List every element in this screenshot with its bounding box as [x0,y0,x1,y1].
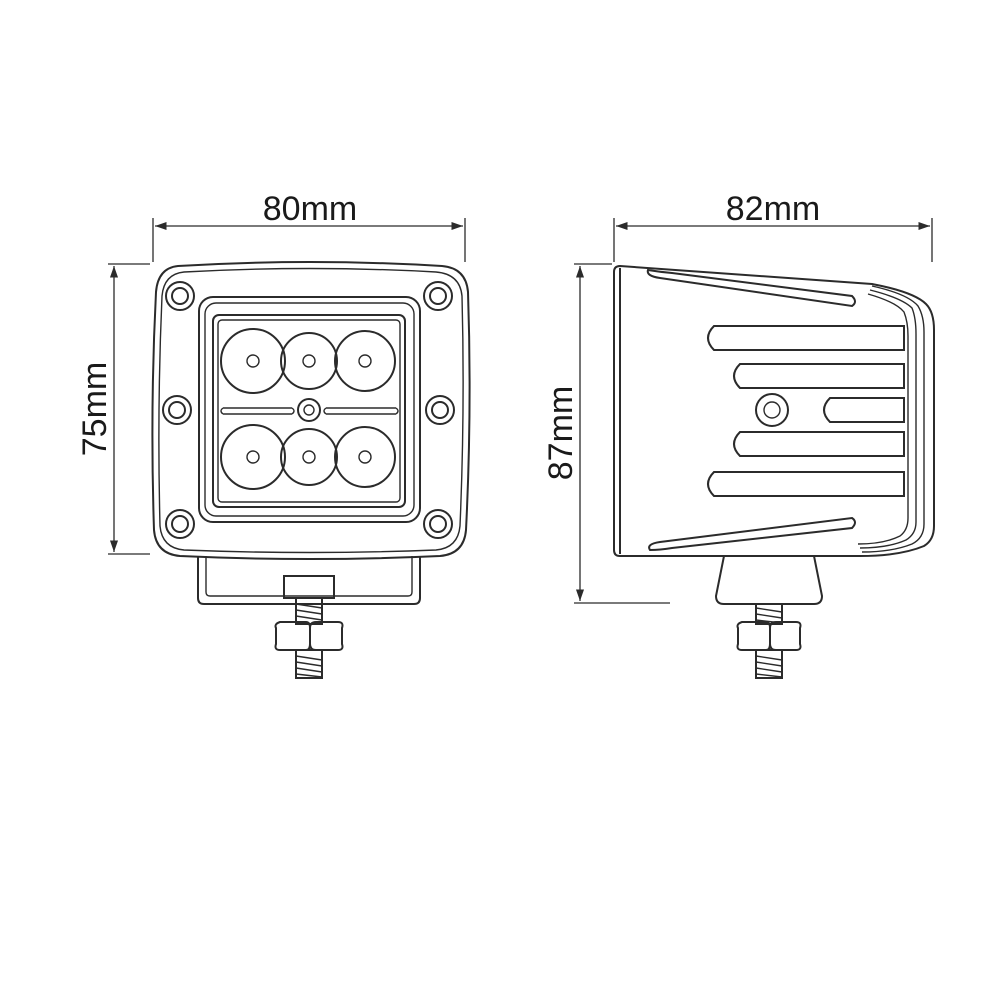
lens-bezel [198,296,421,523]
side-height-dimension: 87mm [542,263,670,604]
lens-divider [220,398,399,422]
side-width-label: 82mm [726,190,820,228]
front-housing [151,261,471,560]
led [334,426,396,488]
screw-icon [165,281,195,311]
screw-icon [165,509,195,539]
led [334,330,396,392]
front-view: 80mm 75mm [76,190,471,679]
side-mount-stand [714,555,824,605]
screw-icon [425,395,455,425]
led [220,328,286,394]
side-height-label: 87mm [542,386,580,480]
screw-icon [423,509,453,539]
led [220,424,286,490]
led [280,332,338,390]
screw-icon [162,395,192,425]
led-array [220,328,396,490]
vent-screw-icon [755,393,789,427]
side-width-dimension: 82mm [613,190,933,262]
front-height-dimension: 75mm [76,263,150,555]
side-mount-bolt [736,603,802,679]
housing-screws [162,281,455,539]
front-width-label: 80mm [263,190,357,228]
front-height-label: 75mm [76,362,114,456]
side-fins [707,325,905,497]
led [280,428,338,486]
front-width-dimension: 80mm [152,190,466,262]
side-housing [613,264,935,557]
side-view: 82mm 87mm [542,190,935,679]
screw-icon [423,281,453,311]
mounting-bracket [197,556,421,605]
front-mount-bolt [274,597,344,679]
